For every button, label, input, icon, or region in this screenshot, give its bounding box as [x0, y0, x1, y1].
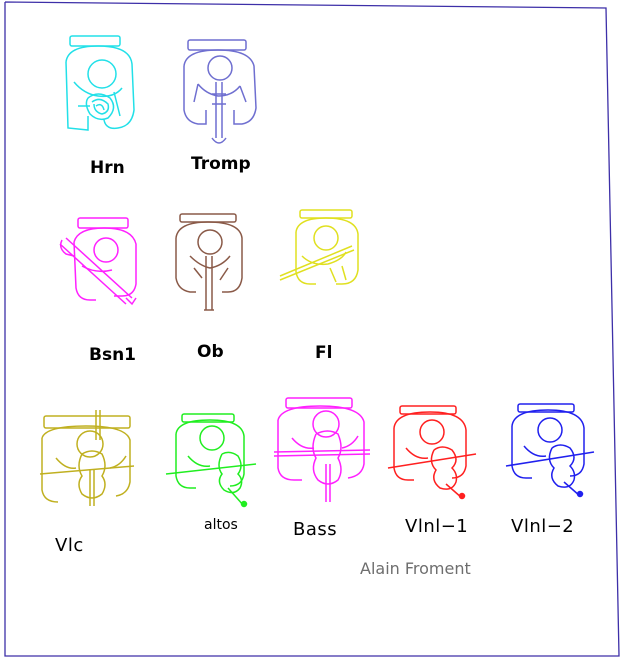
bass-player-icon: [273, 397, 371, 502]
label-ob: Ob: [197, 342, 224, 362]
label-fl: Fl: [315, 343, 333, 363]
horn-player-icon: [65, 35, 135, 131]
cello-player-icon: [39, 410, 135, 506]
label-vlnl1: Vlnl−1: [405, 516, 469, 537]
label-hrn: Hrn: [90, 158, 125, 178]
label-vlnl2: Vlnl−2: [511, 516, 575, 537]
label-bass: Bass: [293, 519, 338, 540]
author-credit: Alain Froment: [360, 559, 471, 578]
viola-player-icon: [165, 413, 257, 508]
label-tromp: Tromp: [191, 154, 251, 174]
label-altos: altos: [204, 517, 238, 533]
oboe-player-icon: [175, 213, 243, 311]
flute-player-icon: [279, 209, 359, 285]
label-bsn1: Bsn1: [89, 345, 137, 365]
violin2-player-icon: [505, 403, 595, 498]
label-vlc: Vlc: [55, 535, 84, 556]
violin1-player-icon: [387, 405, 477, 500]
trumpet-player-icon: [183, 39, 257, 144]
bassoon-player-icon: [59, 217, 137, 306]
